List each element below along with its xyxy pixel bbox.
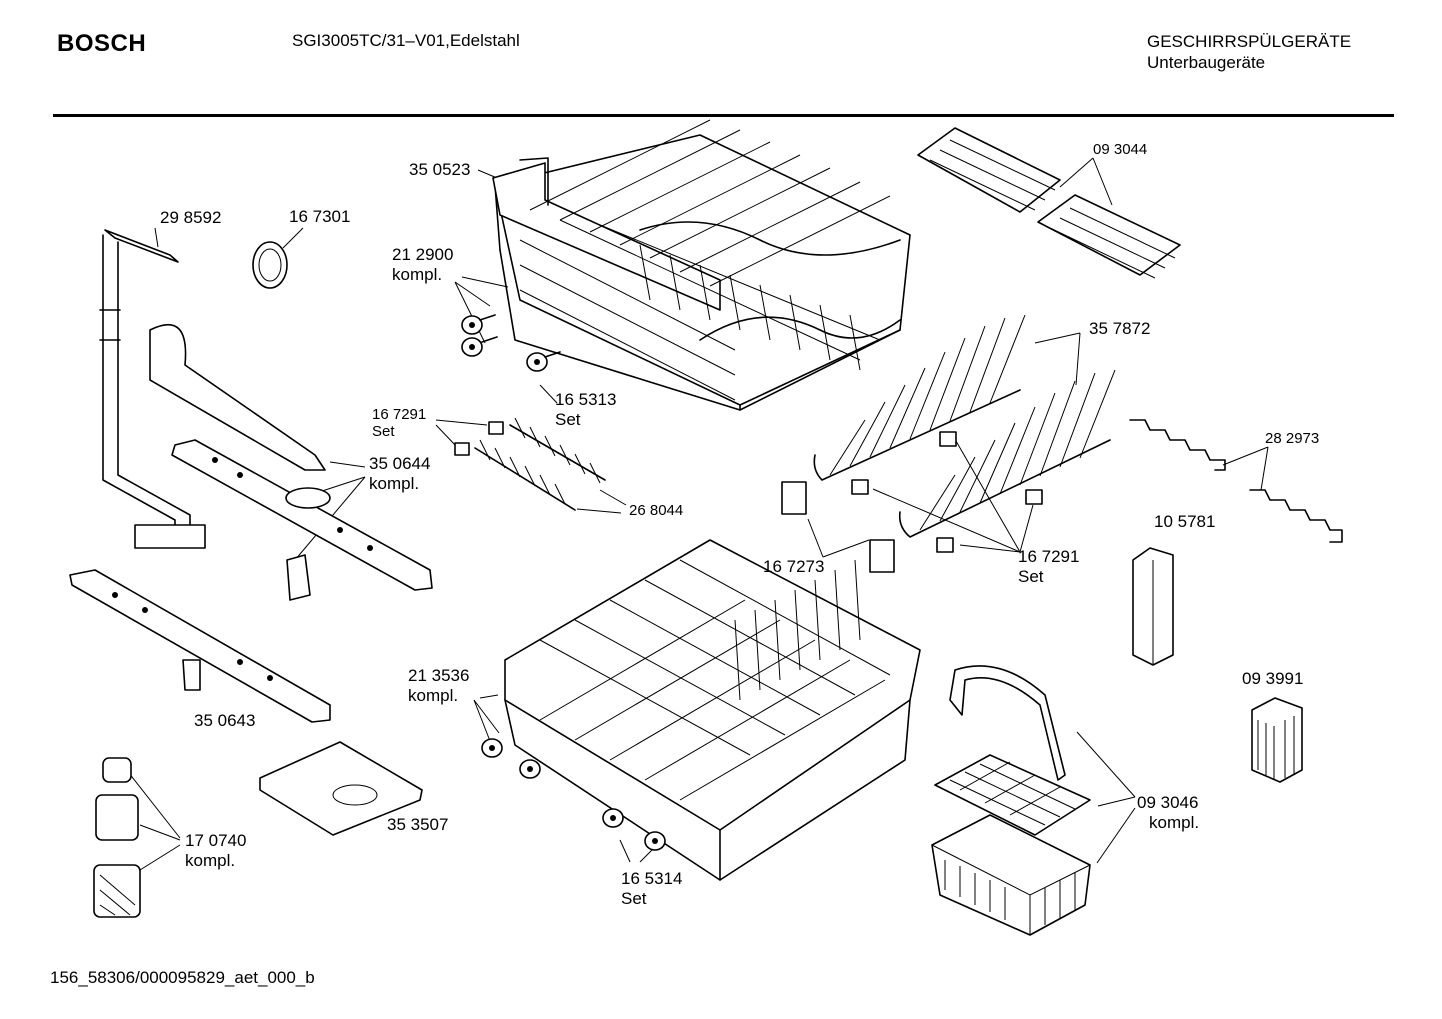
part-label-353507: 35 3507 xyxy=(387,815,448,835)
upper-spray-arm-drawing xyxy=(149,323,433,601)
part-label-093044: 09 3044 xyxy=(1093,141,1147,158)
part-number: 35 7872 xyxy=(1089,319,1151,338)
part-number: 10 5781 xyxy=(1154,512,1216,531)
cutlery-basket-drawing xyxy=(931,665,1091,936)
part-number: 16 5314 xyxy=(621,869,683,888)
header-divider xyxy=(53,114,1394,117)
part-number: 35 0644 xyxy=(369,454,431,473)
part-number: 28 2973 xyxy=(1265,430,1320,447)
part-label-282973: 28 2973 xyxy=(1265,430,1319,447)
part-number: 26 8044 xyxy=(629,502,684,519)
part-number: 16 7291 xyxy=(1018,547,1080,566)
cutlery-rack-drawing xyxy=(917,127,1181,279)
flip-row-drawing xyxy=(1129,419,1343,543)
part-suffix: Set xyxy=(621,889,647,908)
part-suffix: Set xyxy=(555,410,581,429)
model-number: SGI3005TC/31–V01,Edelstahl xyxy=(292,31,520,50)
part-suffix: kompl. xyxy=(369,474,420,493)
part-number: 17 0740 xyxy=(185,831,247,850)
small-tine-row-drawing xyxy=(454,417,606,511)
part-label-350523: 35 0523 xyxy=(409,160,470,180)
clip-parts-drawing xyxy=(781,431,1043,573)
upper-wheels xyxy=(461,314,561,372)
lower-wheels xyxy=(481,738,666,851)
part-number: 35 0643 xyxy=(194,711,256,730)
part-label-268044: 26 8044 xyxy=(629,502,683,519)
part-number: 21 3536 xyxy=(408,666,470,685)
tine-rows-drawing xyxy=(813,314,1116,538)
part-number: 21 2900 xyxy=(392,245,454,264)
part-label-167301: 16 7301 xyxy=(289,207,350,227)
leader-lines xyxy=(124,157,1269,871)
part-label-350643: 35 0643 xyxy=(194,711,255,731)
category-title: GESCHIRRSPÜLGERÄTE xyxy=(1147,32,1352,51)
part-label-357872: 35 7872 xyxy=(1089,319,1150,339)
part-suffix: kompl. xyxy=(408,686,459,705)
spray-pipe-drawing xyxy=(99,229,206,549)
part-number: 16 7301 xyxy=(289,207,351,226)
part-label-167273: 16 7273 xyxy=(763,557,824,577)
part-number: 09 3046 xyxy=(1137,793,1199,812)
brand-logo: BOSCH xyxy=(57,30,147,57)
part-suffix: kompl. xyxy=(185,851,236,870)
lower-spray-arm-drawing xyxy=(69,569,331,723)
part-suffix: kompl. xyxy=(392,265,443,284)
upper-basket-drawing xyxy=(492,119,911,411)
cutlery-insert-drawing xyxy=(1132,547,1174,666)
part-number: 16 7273 xyxy=(763,557,825,576)
part-label-298592: 29 8592 xyxy=(160,208,221,228)
part-number: 09 3044 xyxy=(1093,141,1148,158)
filter-set-drawing xyxy=(93,757,141,918)
small-basket-drawing xyxy=(1251,697,1303,783)
category-block: GESCHIRRSPÜLGERÄTE Unterbaugeräte xyxy=(1147,31,1351,73)
lower-basket-drawing xyxy=(504,539,921,881)
part-number: 35 3507 xyxy=(387,815,449,834)
part-suffix: kompl. xyxy=(1149,813,1200,832)
part-suffix: Set xyxy=(372,423,395,440)
filter-plate-drawing xyxy=(259,741,423,836)
part-label-105781: 10 5781 xyxy=(1154,512,1215,532)
part-number: 29 8592 xyxy=(160,208,222,227)
footer-code: 156_58306/000095829_aet_000_b xyxy=(50,968,315,987)
part-number: 16 5313 xyxy=(555,390,617,409)
part-label-093991: 09 3991 xyxy=(1242,669,1303,689)
part-number: 35 0523 xyxy=(409,160,471,179)
filter-disc-drawing xyxy=(252,241,288,289)
part-suffix: Set xyxy=(1018,567,1044,586)
part-number: 09 3991 xyxy=(1242,669,1304,688)
category-subtitle: Unterbaugeräte xyxy=(1147,53,1266,72)
part-number: 16 7291 xyxy=(372,406,427,423)
